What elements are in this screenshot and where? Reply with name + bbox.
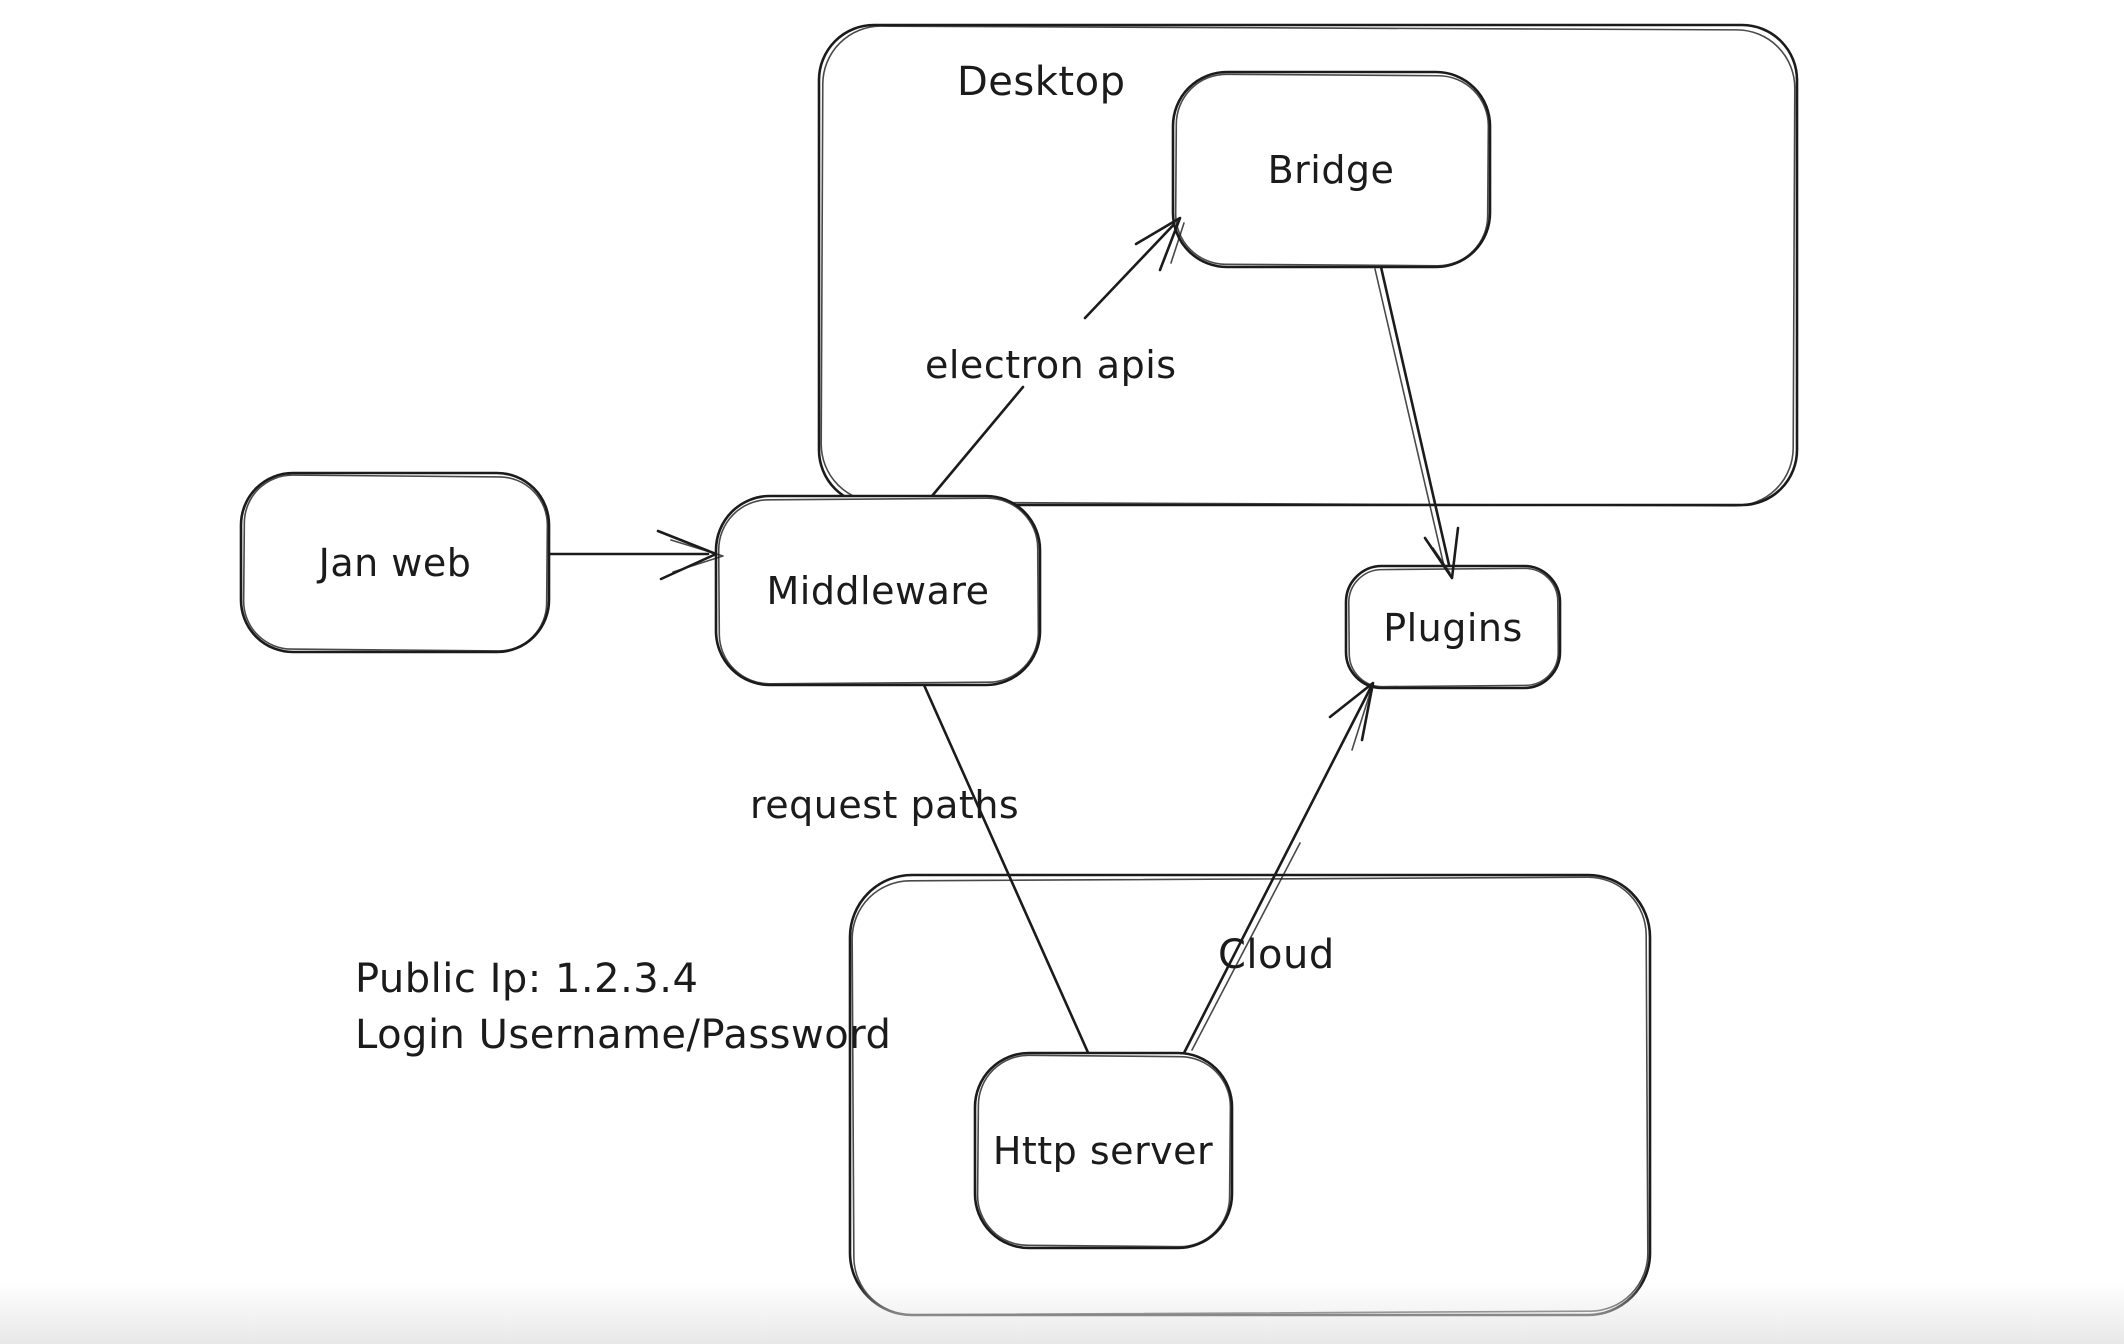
bridge-sketch-stroke bbox=[1174, 73, 1490, 267]
middleware-label: Middleware bbox=[766, 569, 989, 613]
edge-middleware-httpserver-line[interactable] bbox=[922, 683, 1092, 1059]
arrowhead-janweb-middleware-chevron-echo bbox=[670, 539, 724, 573]
arrowhead-bridge-plugins bbox=[1423, 526, 1460, 580]
jan-web-shape[interactable] bbox=[239, 471, 551, 654]
edge-middleware-to-httpserver[interactable] bbox=[922, 683, 1092, 1059]
edge-bridge-to-plugins[interactable] bbox=[1374, 265, 1454, 580]
http-server-sketch-stroke bbox=[976, 1054, 1232, 1248]
bridge-shape[interactable] bbox=[1171, 70, 1492, 269]
middleware-sketch-stroke bbox=[717, 497, 1040, 685]
arrowhead-middleware-bridge-chevron-echo bbox=[1170, 222, 1185, 264]
arrowhead-httpserver-plugins-chevron bbox=[1328, 681, 1375, 742]
edge-label-request-paths: request paths bbox=[750, 783, 1019, 827]
node-jan-web[interactable] bbox=[239, 471, 551, 654]
arrowhead-middleware-bridge bbox=[1134, 216, 1185, 272]
desktop-container-label: Desktop bbox=[957, 59, 1125, 105]
edge-httpserver-plugins-line[interactable] bbox=[1182, 681, 1375, 1055]
arrowhead-bridge-plugins-chevron bbox=[1423, 526, 1460, 580]
arrowhead-httpserver-plugins-chevron-echo bbox=[1351, 689, 1372, 751]
note-public-ip: Public Ip: 1.2.3.4 bbox=[355, 956, 698, 1002]
arrowhead-middleware-bridge-chevron bbox=[1134, 216, 1182, 272]
arrowhead-httpserver-plugins bbox=[1328, 681, 1375, 751]
edge-middleware-bridge-line-upper[interactable] bbox=[1083, 216, 1182, 320]
cloud-container-label: Cloud bbox=[1218, 932, 1335, 978]
note-login-credentials: Login Username/Password bbox=[355, 1012, 891, 1058]
edge-label-electron-apis: electron apis bbox=[925, 343, 1177, 387]
middleware-shape[interactable] bbox=[714, 494, 1042, 687]
http-server-shape[interactable] bbox=[973, 1051, 1234, 1250]
plugins-label: Plugins bbox=[1383, 606, 1523, 650]
node-http-server[interactable] bbox=[973, 1051, 1234, 1250]
arrowhead-janweb-middleware bbox=[656, 529, 724, 581]
jan-web-sketch-stroke bbox=[242, 474, 549, 652]
edge-bridge-plugins-sketch-stroke bbox=[1374, 268, 1445, 567]
edge-middleware-bridge-line-lower[interactable] bbox=[930, 385, 1025, 498]
node-middleware[interactable] bbox=[714, 494, 1042, 687]
desktop-container-sketch-stroke bbox=[820, 25, 1796, 507]
jan-web-label: Jan web bbox=[317, 541, 472, 585]
http-server-label: Http server bbox=[993, 1129, 1213, 1173]
bridge-label: Bridge bbox=[1268, 148, 1395, 192]
edge-middleware-to-bridge[interactable] bbox=[930, 216, 1182, 498]
arrowhead-bridge-plugins-chevron-echo bbox=[1432, 547, 1451, 574]
edge-httpserver-to-plugins[interactable] bbox=[1182, 681, 1375, 1055]
edge-httpserver-plugins-sketch-stroke bbox=[1191, 842, 1301, 1051]
node-bridge[interactable] bbox=[1171, 70, 1492, 269]
edge-bridge-plugins-line[interactable] bbox=[1379, 265, 1454, 580]
